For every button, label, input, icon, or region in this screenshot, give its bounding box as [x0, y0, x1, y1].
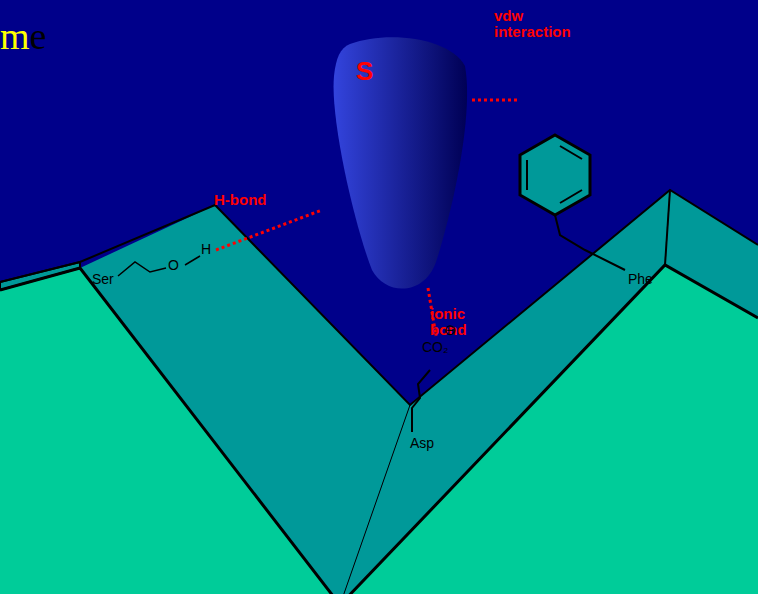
substrate-label: S: [356, 56, 373, 87]
interaction-label: ionic bond: [430, 306, 488, 338]
pocket-left-face: [80, 205, 410, 594]
vdw-line: [472, 99, 518, 102]
residue-label: O: [168, 258, 179, 273]
benzene-ring: [520, 135, 590, 215]
oh-bond: [185, 256, 200, 265]
residue-label: Phe: [628, 272, 653, 287]
interaction-label: vdw interaction: [494, 8, 586, 40]
substrate-blob: S: [328, 34, 472, 292]
residue-label: ⊖: [444, 322, 457, 338]
hbond-line: [216, 210, 322, 250]
ridge-line: [0, 265, 758, 594]
ridge-line: [79, 262, 81, 268]
double-bond: [560, 190, 582, 203]
residue-label: H: [201, 242, 211, 257]
double-bond: [560, 146, 582, 159]
asp-bond: [412, 370, 430, 432]
blob-shape: [328, 34, 472, 292]
ser-bond: [118, 262, 166, 276]
residue-label: CO₂: [422, 340, 448, 355]
residue-label: Asp: [410, 436, 434, 451]
phe-bond: [555, 215, 625, 270]
ridge-line: [665, 190, 670, 265]
residue-label: Ser: [92, 272, 114, 287]
double-bond: [526, 160, 528, 190]
slide-title: me: [0, 14, 46, 58]
blob-outline: [334, 37, 468, 288]
interaction-label: H-bond: [214, 192, 266, 208]
fold-line: [340, 405, 410, 594]
